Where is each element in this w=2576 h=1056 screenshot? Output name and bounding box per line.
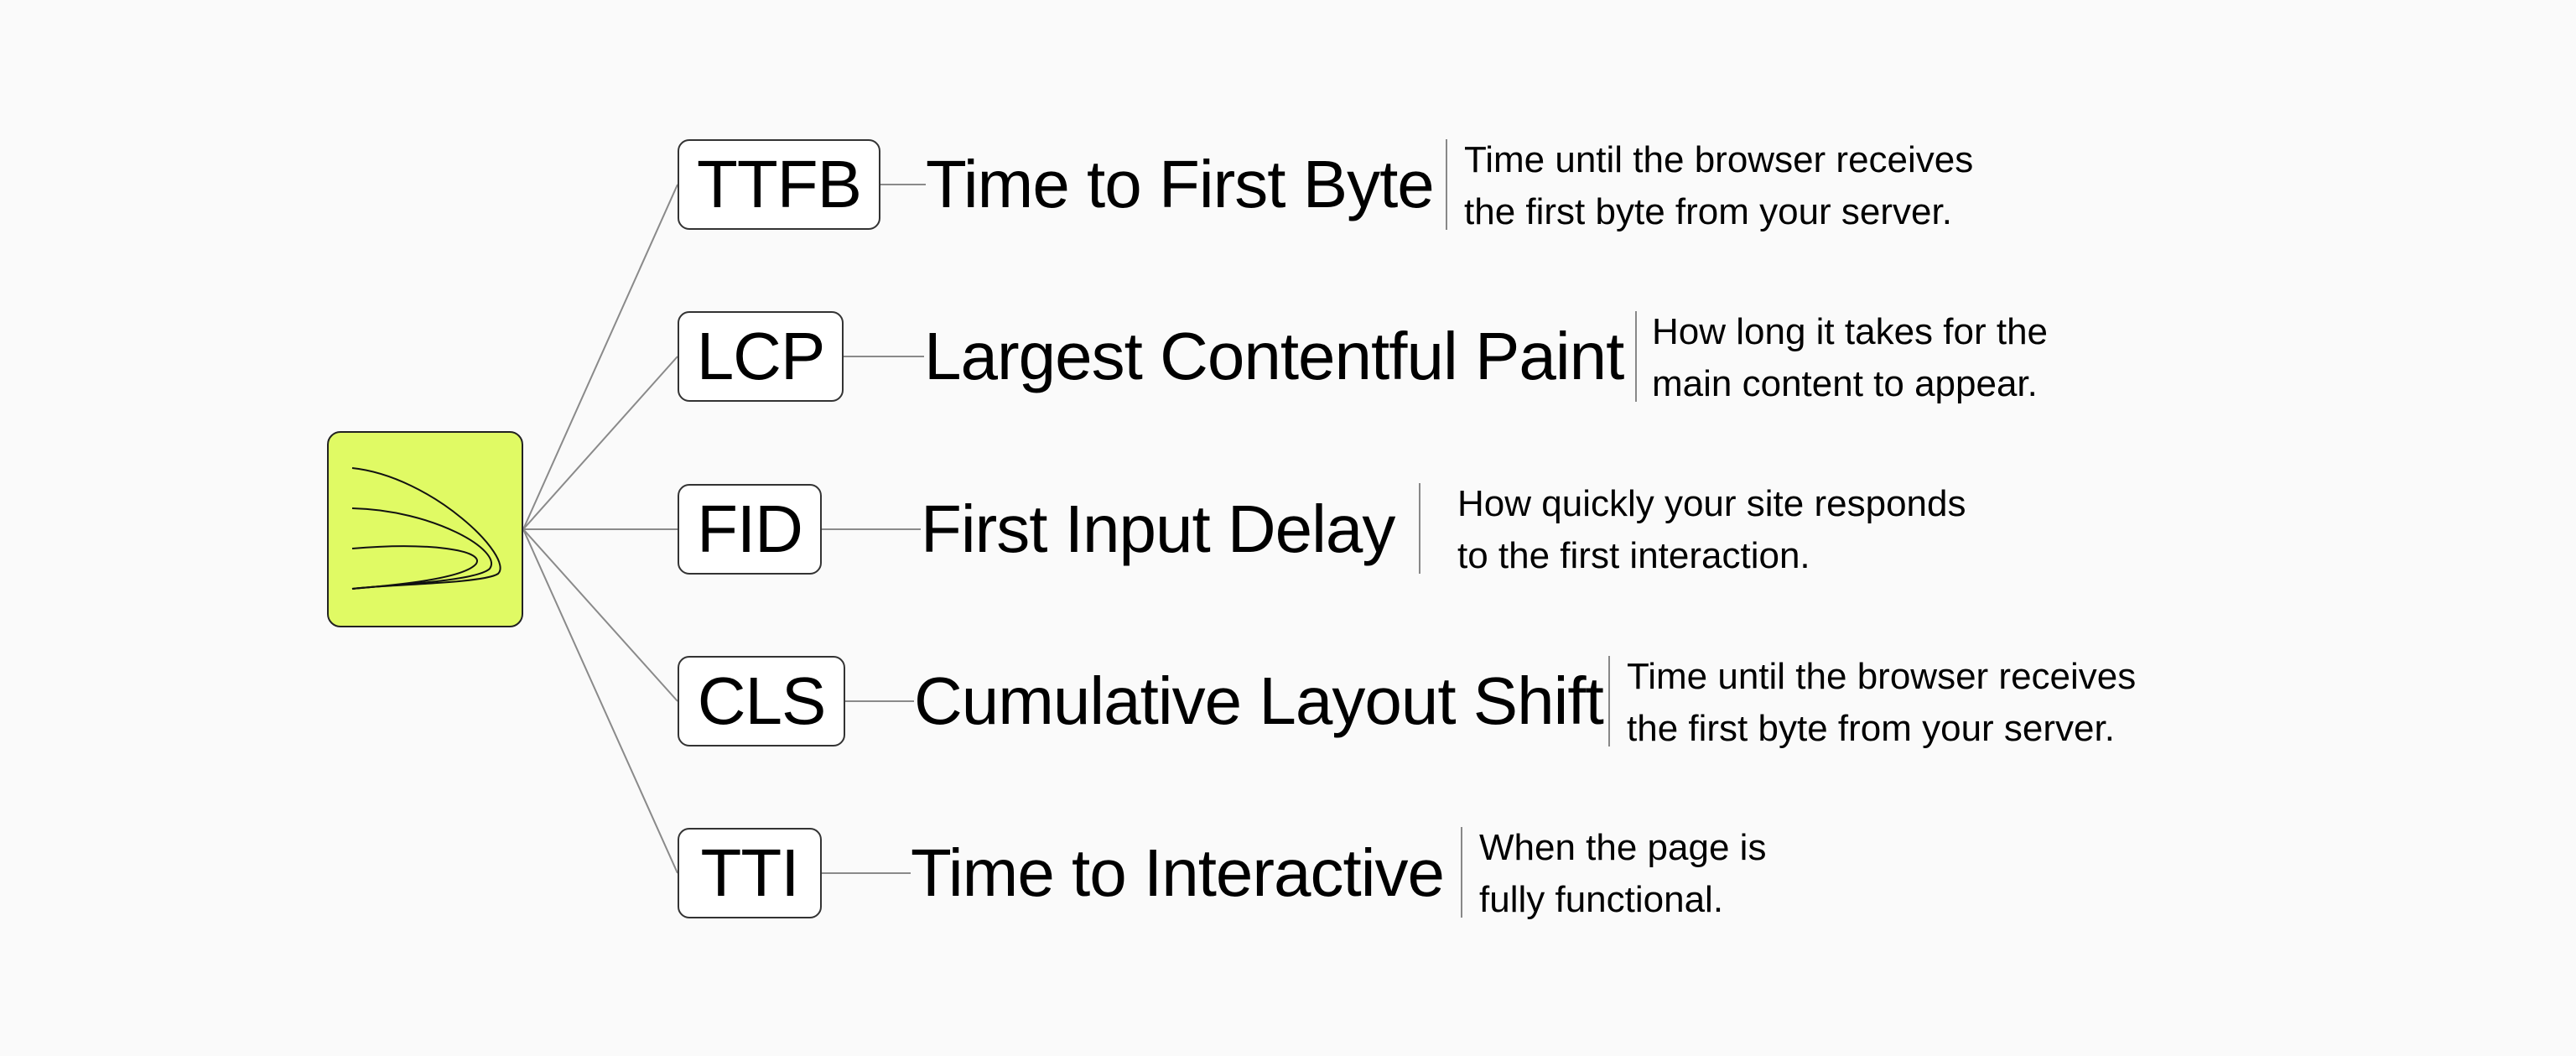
nested-arcs-icon (351, 467, 501, 590)
metric-desc-ttfb: Time until the browser receives the firs… (1464, 134, 1973, 238)
connector-root-cls (522, 528, 678, 702)
divider-fid (1419, 483, 1420, 574)
metric-desc-cls-line2: the first byte from your server. (1627, 708, 2115, 749)
metric-desc-fid-line2: to the first interaction. (1457, 535, 1810, 576)
connector-root-lcp (522, 356, 678, 530)
metric-desc-cls-line1: Time until the browser receives (1627, 656, 2137, 697)
root-node (327, 431, 523, 627)
divider-cls (1608, 656, 1610, 746)
metric-desc-lcp: How long it takes for the main content t… (1652, 306, 2048, 410)
metric-name-lcp: Largest Contentful Paint (924, 319, 1624, 393)
metric-desc-tti-line1: When the page is (1479, 827, 1767, 868)
metric-abbr-lcp: LCP (678, 311, 844, 402)
metric-name-tti: Time to Interactive (911, 835, 1445, 910)
metric-abbr-tti: TTI (678, 828, 822, 918)
divider-tti (1461, 827, 1462, 918)
metric-desc-tti: When the page is fully functional. (1479, 822, 1766, 926)
metric-desc-cls: Time until the browser receives the firs… (1627, 651, 2136, 755)
metric-name-cls: Cumulative Layout Shift (914, 663, 1604, 738)
metric-desc-ttfb-line2: the first byte from your server. (1464, 191, 1952, 232)
metric-abbr-fid: FID (678, 484, 822, 575)
metric-desc-tti-line2: fully functional. (1479, 879, 1724, 920)
connector-root-tti (522, 528, 678, 874)
divider-lcp (1635, 311, 1637, 402)
divider-ttfb (1446, 139, 1447, 230)
metric-name-fid: First Input Delay (921, 492, 1395, 566)
metric-name-ttfb: Time to First Byte (926, 147, 1435, 221)
metric-desc-ttfb-line1: Time until the browser receives (1464, 139, 1974, 180)
metric-desc-fid: How quickly your site responds to the fi… (1457, 478, 1966, 582)
metric-abbr-cls: CLS (678, 656, 845, 746)
metric-abbr-ttfb: TTFB (678, 139, 880, 230)
metric-desc-lcp-line1: How long it takes for the (1652, 311, 2049, 352)
connector-root-ttfb (522, 184, 678, 530)
metric-desc-fid-line1: How quickly your site responds (1457, 483, 1966, 524)
metric-desc-lcp-line2: main content to appear. (1652, 363, 2038, 404)
